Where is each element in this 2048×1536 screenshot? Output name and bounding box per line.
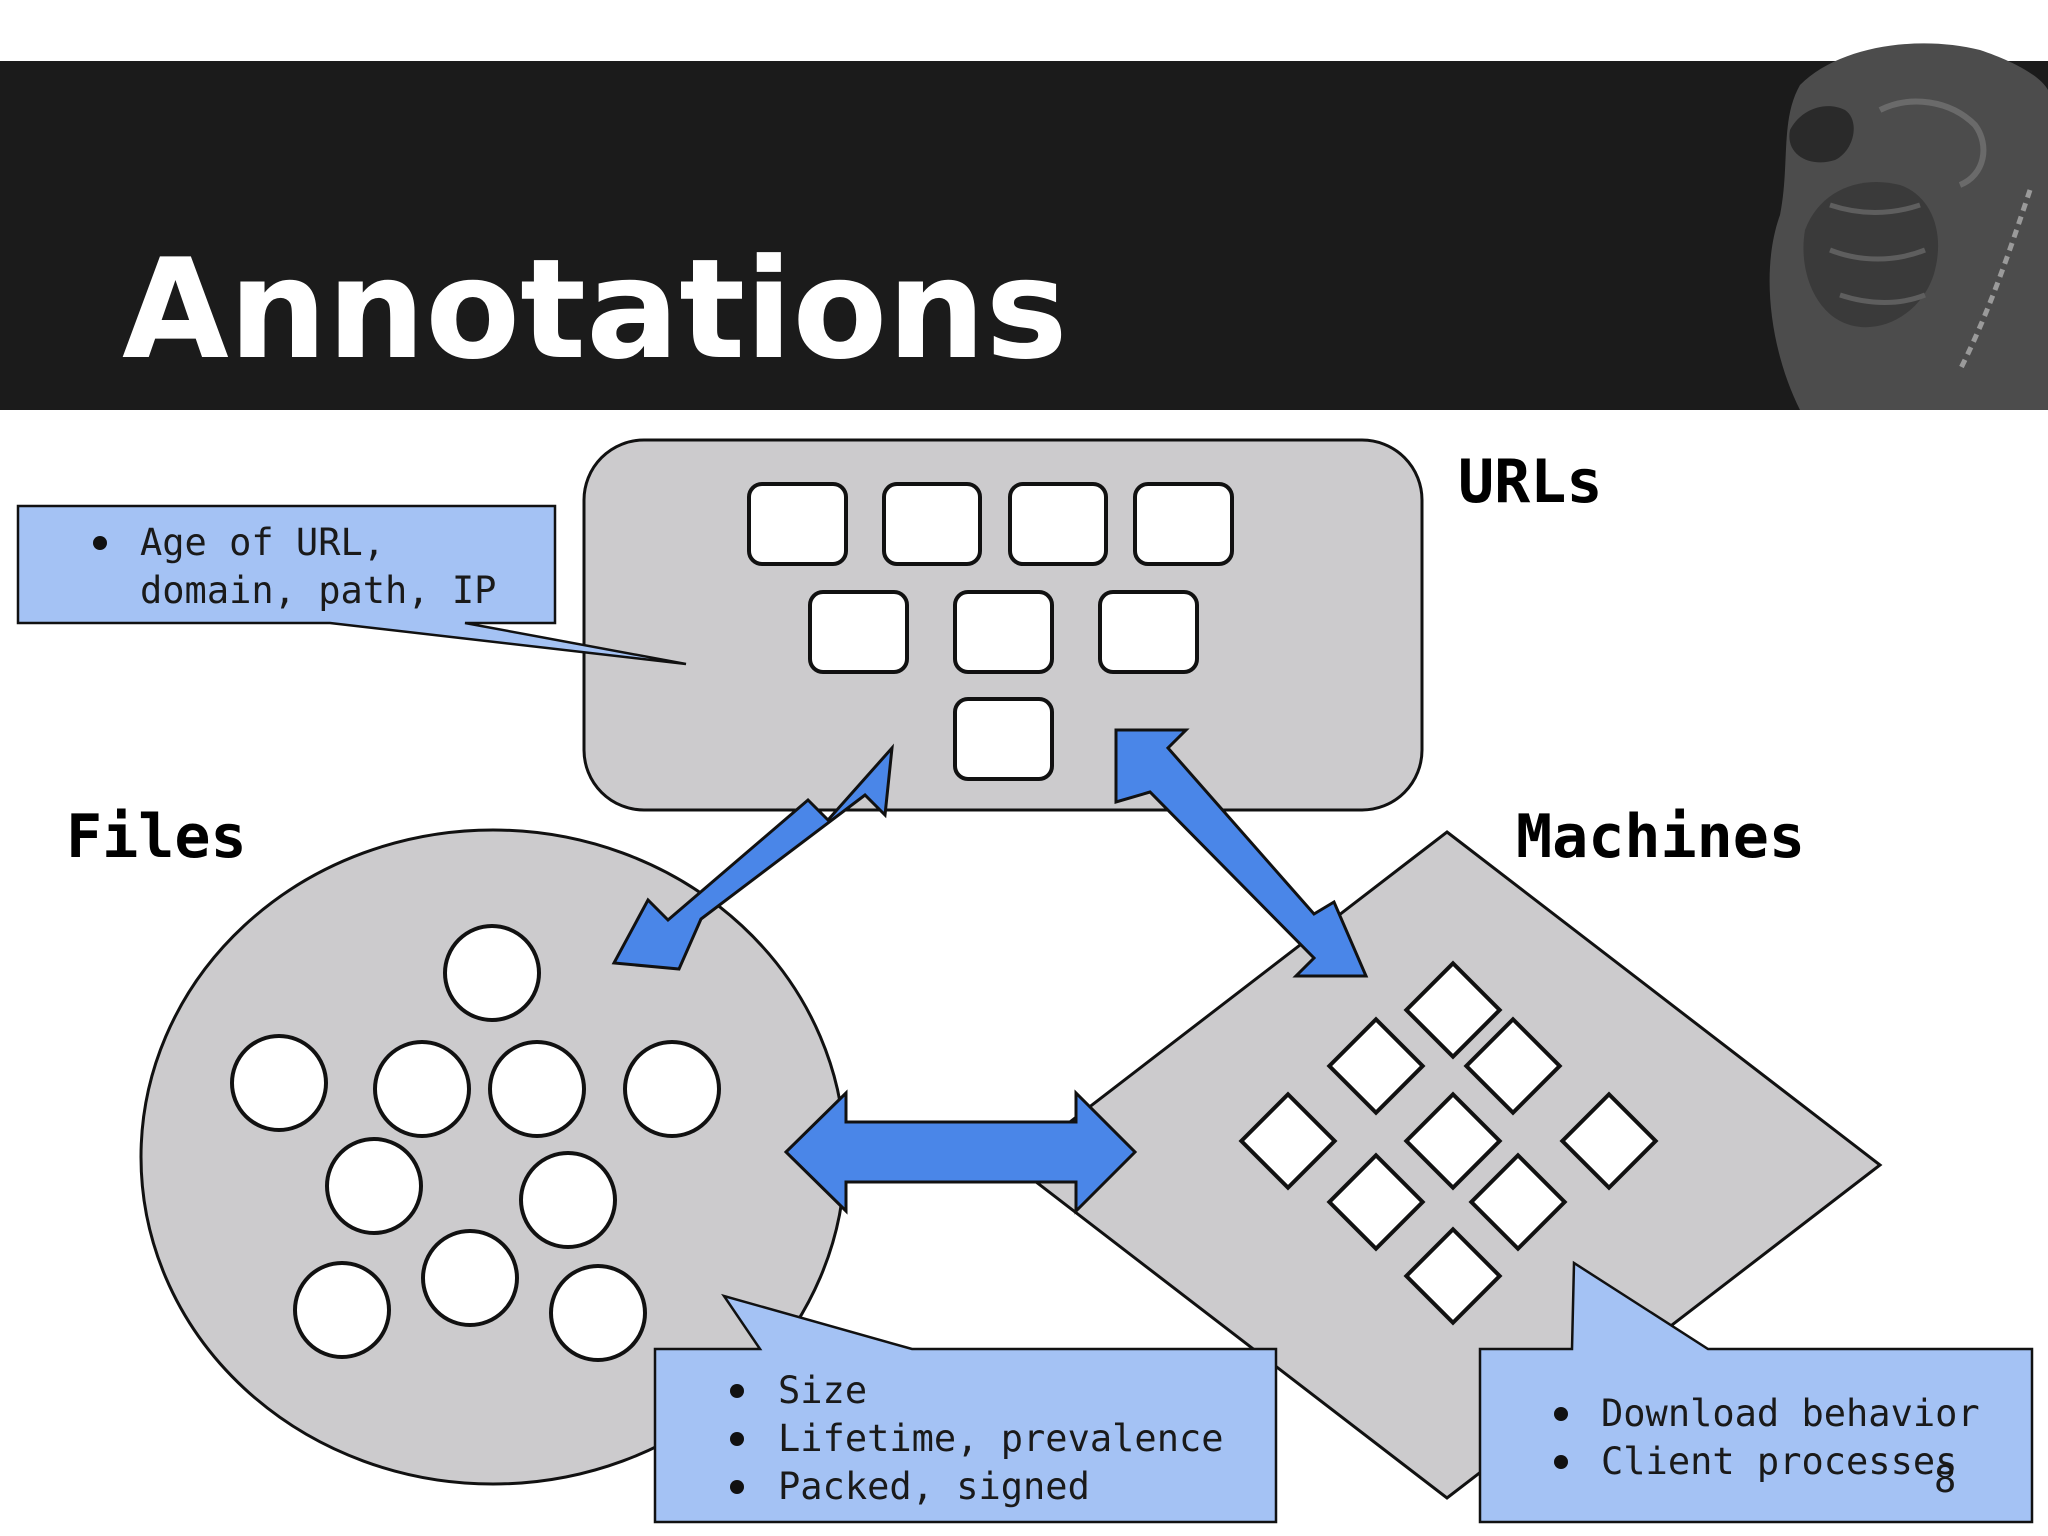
machine-item (1559, 1091, 1659, 1191)
files-callout: Size Lifetime, prevalence Packed, signed (653, 1293, 1278, 1524)
file-item (293, 1261, 391, 1359)
urls-callout-line-2: domain, path, IP (140, 569, 496, 612)
file-item (549, 1264, 647, 1362)
slide-title: Annotations (122, 229, 1068, 390)
machine-item (1468, 1152, 1568, 1252)
urls-callout-line-1: Age of URL, (140, 521, 385, 564)
file-item (373, 1040, 471, 1138)
urls-machines-double-arrow (1114, 728, 1369, 978)
file-item (623, 1040, 721, 1138)
bullet (730, 1384, 744, 1398)
url-item (1133, 482, 1234, 566)
file-item (230, 1034, 328, 1132)
machine-item (1463, 1016, 1563, 1116)
files-label: Files (66, 802, 247, 872)
dog-logo-image (1769, 43, 2048, 410)
machines-callout: Download behavior Client processes (1478, 1260, 2034, 1524)
files-machines-double-arrow (783, 1089, 1138, 1215)
machine-item (1326, 1016, 1426, 1116)
machines-label: Machines (1516, 802, 1805, 872)
file-item (488, 1040, 586, 1138)
url-item (1098, 590, 1199, 674)
bullet (1554, 1455, 1568, 1469)
arrows (611, 728, 1369, 1215)
bullet (730, 1432, 744, 1446)
header-bar (0, 61, 2048, 410)
url-item (953, 590, 1054, 674)
machines-callout-line-1: Download behavior (1601, 1392, 1980, 1435)
url-item (882, 482, 982, 566)
machine-item (1326, 1152, 1426, 1252)
url-item (808, 590, 909, 674)
url-item (1008, 482, 1108, 566)
files-callout-line-2: Lifetime, prevalence (778, 1417, 1224, 1460)
machines-callout-line-2: Client processes (1601, 1440, 1957, 1483)
urls-callout: Age of URL, domain, path, IP (16, 504, 687, 666)
urls-group (582, 438, 1424, 812)
machines-callout-shape (1478, 1260, 2034, 1524)
bullet (93, 536, 107, 550)
machine-item (1403, 1226, 1503, 1326)
file-item (443, 924, 541, 1022)
url-item (747, 482, 848, 566)
file-item (325, 1137, 423, 1235)
url-item (953, 697, 1054, 781)
machine-item (1238, 1091, 1338, 1191)
machine-item (1403, 1091, 1503, 1191)
files-callout-line-1: Size (778, 1369, 867, 1412)
file-item (421, 1229, 519, 1327)
urls-callout-shape (16, 504, 687, 666)
machine-item (1403, 960, 1503, 1060)
bullet (730, 1480, 744, 1494)
machine-items (1238, 960, 1659, 1326)
page-number: 8 (1934, 1458, 1956, 1501)
files-callout-line-3: Packed, signed (778, 1465, 1090, 1508)
files-callout-shape (653, 1293, 1278, 1524)
files-urls-double-arrow (611, 743, 894, 971)
bullet (1554, 1407, 1568, 1421)
urls-label: URLs (1458, 447, 1603, 517)
file-item (519, 1151, 617, 1249)
